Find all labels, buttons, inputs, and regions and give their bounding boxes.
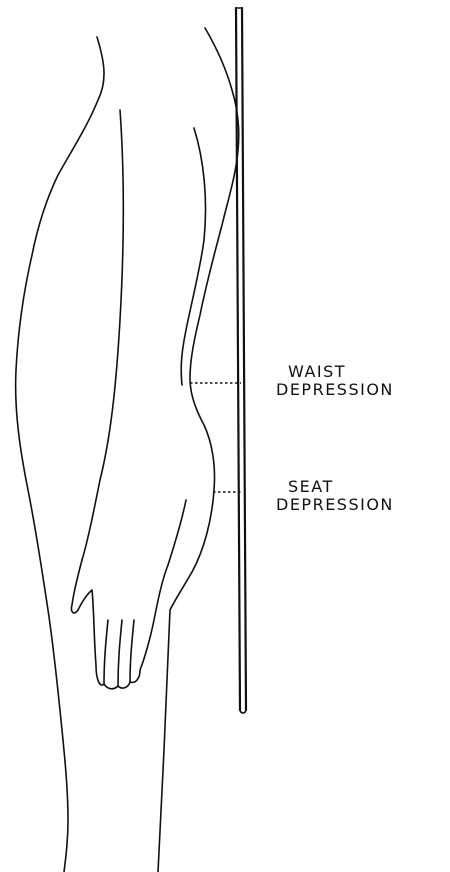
hip-outline bbox=[168, 500, 186, 565]
measuring-rod-right-edge bbox=[242, 8, 246, 710]
seat-depression-label: SEAT DEPRESSION bbox=[276, 478, 394, 514]
finger-lines bbox=[104, 620, 134, 686]
hand-outline bbox=[71, 560, 168, 689]
measuring-rod-bottom-cap bbox=[240, 710, 246, 713]
waist-depression-label: WAIST DEPRESSION bbox=[276, 363, 394, 399]
arm-back-outline bbox=[82, 110, 123, 560]
measuring-rod-left-edge bbox=[236, 8, 240, 710]
waist-label-line1: WAIST bbox=[276, 363, 394, 381]
waist-label-line2: DEPRESSION bbox=[276, 381, 394, 399]
body-front-outline bbox=[158, 28, 239, 872]
body-left-outline bbox=[16, 37, 104, 872]
seat-label-line2: DEPRESSION bbox=[276, 496, 394, 514]
seat-label-line1: SEAT bbox=[276, 478, 394, 496]
